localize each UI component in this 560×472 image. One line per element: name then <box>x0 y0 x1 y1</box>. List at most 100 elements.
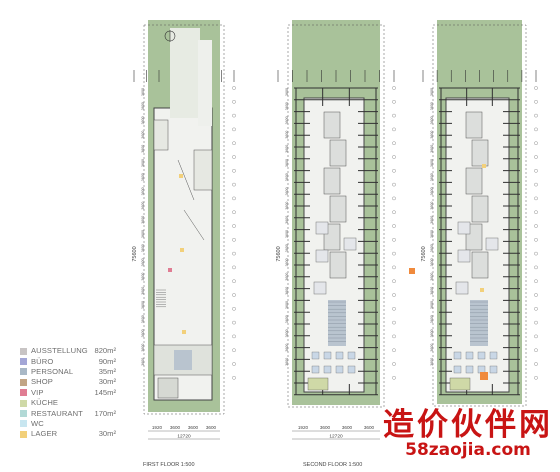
dimension-bay: 3600 <box>285 145 289 153</box>
dimension-bay: 3600 <box>430 315 434 323</box>
dimension-bay: 3600 <box>430 287 434 295</box>
grid-axis-marker <box>534 375 538 380</box>
grid-axis-marker <box>232 237 236 242</box>
grid-axis-marker <box>534 251 538 256</box>
exhibit-marker <box>182 330 186 334</box>
side-core <box>193 149 213 191</box>
dimension-bay: 3600 <box>285 88 289 96</box>
plan-title-first-floor: FIRST FLOOR 1:500 <box>143 462 195 468</box>
exhibit-marker <box>482 164 486 168</box>
dimension-width-part: 3600 <box>170 425 181 430</box>
restaurant-table <box>453 365 462 374</box>
interior-core <box>329 251 347 279</box>
exhibition-wall <box>183 209 205 241</box>
grid-axis-marker <box>232 86 236 90</box>
legend-area: 90m² <box>98 356 116 366</box>
restaurant-table <box>323 365 332 374</box>
dimension-bay: 3600 <box>285 116 289 124</box>
dimension-bay: 3600 <box>430 301 434 309</box>
restaurant-table <box>465 365 474 374</box>
vip-marker <box>168 268 172 272</box>
dimension-bay: 3600 <box>285 287 289 295</box>
grid-axis-marker <box>232 265 236 270</box>
legend-item-wc: WC <box>20 419 116 429</box>
dimension-bay: 3600 <box>430 230 434 238</box>
watermark: 造价伙伴网 58zaojia.com <box>380 408 556 460</box>
grid-axis-marker <box>534 362 538 366</box>
grid-axis-marker <box>534 237 538 242</box>
grid-axis-marker <box>534 334 538 339</box>
dimension-width-part: 3600 <box>188 425 199 430</box>
restaurant-table <box>311 351 320 360</box>
grid-axis-marker <box>534 265 538 270</box>
legend-label: SHOP <box>31 377 53 387</box>
grid-axis-marker <box>534 348 538 353</box>
grid-axis-marker <box>392 293 396 297</box>
watermark-url: 58zaojia.com <box>405 440 531 460</box>
restaurant-table <box>335 351 344 360</box>
entry-path <box>198 40 212 126</box>
dimension-bay: 3600 <box>430 116 434 124</box>
restaurant-table <box>347 351 356 360</box>
restaurant-table <box>477 351 486 360</box>
legend-swatch <box>20 368 27 376</box>
grid-axis-marker <box>392 320 396 325</box>
dimension-width-part: 3600 <box>206 425 217 430</box>
grid-axis-marker <box>534 279 538 284</box>
grid-axis-marker <box>534 224 538 228</box>
dimension-bay: 3600 <box>285 244 289 252</box>
grid-axis-marker <box>534 100 538 104</box>
grid-axis-marker <box>534 293 538 297</box>
legend-swatch <box>20 389 27 397</box>
interior-core <box>329 195 347 223</box>
vip-room <box>480 372 488 380</box>
dimension-bay: 3600 <box>430 202 434 210</box>
legend-label: BÜRO <box>31 356 54 366</box>
grid-axis-marker <box>232 251 236 256</box>
dimension-overall-length: 75600 <box>132 246 138 261</box>
dimension-bay: 3600 <box>430 244 434 252</box>
grid-axis-marker <box>392 334 396 339</box>
legend-item-küche: KÜCHE <box>20 398 116 408</box>
seating-area <box>455 281 469 295</box>
dimension-bay: 3600 <box>141 116 145 124</box>
plan-title-second-floor: SECOND FLOOR 1:500 <box>303 462 363 468</box>
dimension-bay: 3600 <box>430 216 434 224</box>
restaurant-table <box>489 365 498 374</box>
interior-core <box>323 111 341 139</box>
grid-axis-marker <box>534 141 538 145</box>
grid-axis-marker <box>232 348 236 353</box>
interior-core <box>471 195 489 223</box>
dimension-bay: 3600 <box>430 344 434 352</box>
stair-core <box>328 300 346 346</box>
legend-area: 170m² <box>94 408 116 418</box>
legend-item-büro: BÜRO 90m² <box>20 356 116 366</box>
grid-axis-marker <box>392 86 396 90</box>
seating-area <box>315 249 329 263</box>
dimension-bay: 3600 <box>141 173 145 181</box>
dimension-bay: 3600 <box>141 202 145 210</box>
grid-axis-marker <box>392 265 396 270</box>
grid-axis-marker <box>392 168 396 173</box>
legend-swatch <box>20 347 27 355</box>
interior-core <box>471 251 489 279</box>
grid-axis-marker <box>392 127 396 132</box>
restaurant-table <box>477 365 486 374</box>
dimension-bay: 3600 <box>141 88 145 96</box>
dimension-width-part: 1920 <box>152 425 163 430</box>
grid-axis-marker <box>534 127 538 132</box>
kitchen <box>449 377 471 391</box>
grid-axis-marker <box>232 334 236 339</box>
exhibition-wall <box>177 159 195 201</box>
property-line <box>432 24 527 407</box>
legend-label: AUSSTELLUNG <box>31 346 88 356</box>
dimension-bay: 3600 <box>430 273 434 281</box>
grid-axis-marker <box>392 182 396 187</box>
dimension-bay: 3600 <box>285 315 289 323</box>
floor-plan-1: 7560036003600360036003600360036003600360… <box>132 20 236 440</box>
dimension-bay: 3600 <box>285 202 289 210</box>
